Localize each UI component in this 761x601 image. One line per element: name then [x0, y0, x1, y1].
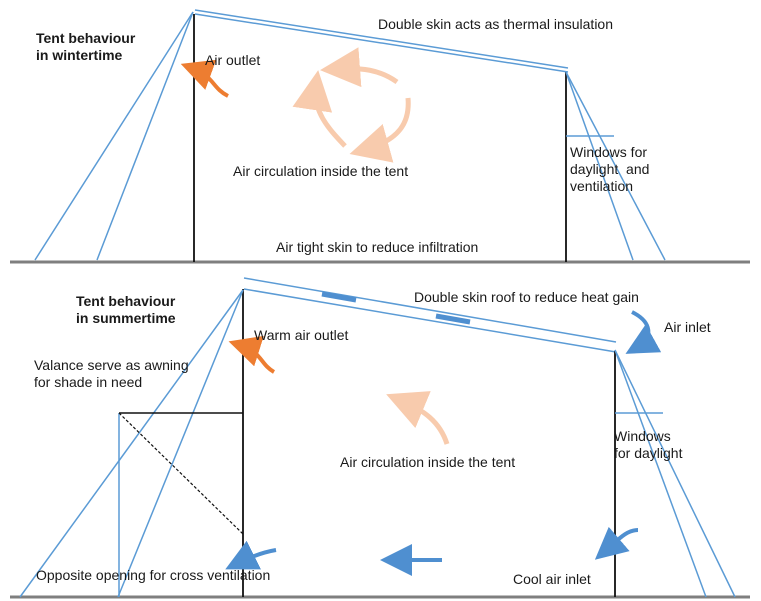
- cross-ventilation-label: Opposite opening for cross ventilation: [36, 567, 271, 583]
- winter-title: Tent behaviour in wintertime: [36, 30, 136, 63]
- valance-diagonal: [118, 412, 244, 535]
- summer-title: Tent behaviour in summertime: [76, 293, 176, 326]
- cool-air-inlet-label: Cool air inlet: [513, 571, 591, 587]
- winter-guy-line: [565, 71, 666, 261]
- roof-airflow-arrow: [435, 313, 471, 325]
- air-outlet-arrow: [180, 59, 229, 98]
- windows-label: Windows for daylight and ventilation: [570, 144, 650, 194]
- double-skin-label: Double skin acts as thermal insulation: [378, 16, 614, 32]
- warm-air-outlet-label: Warm air outlet: [254, 327, 349, 343]
- circulation-arrow: [349, 97, 411, 163]
- circulation-arrow: [386, 391, 450, 445]
- winter-guy-line: [34, 11, 194, 261]
- air-inlet-arrow: [625, 310, 662, 354]
- winter-tent: [10, 9, 750, 264]
- summer-roof-inner: [243, 288, 617, 353]
- winter-roof-inner: [194, 13, 569, 73]
- valance-label: Valance serve as awning for shade in nee…: [34, 357, 189, 390]
- roof-airflow-arrow: [321, 291, 357, 303]
- winter-guy-line: [96, 11, 194, 261]
- summer-air-circulation-label: Air circulation inside the tent: [340, 454, 516, 470]
- warm-air-outlet-arrow: [228, 335, 276, 374]
- summer-guy-line: [19, 289, 244, 598]
- cool-air-inlet-arrow: [594, 526, 639, 560]
- circulation-arrow: [292, 70, 347, 148]
- cross-ventilation-arrow: [225, 540, 277, 570]
- circulation-arrow: [320, 47, 399, 88]
- air-inlet-label: Air inlet: [664, 319, 711, 335]
- air-tight-label: Air tight skin to reduce infiltration: [276, 239, 479, 255]
- summer-guy-line: [117, 289, 244, 598]
- summer-tent: [10, 277, 750, 599]
- winter-roof-outer: [194, 9, 569, 69]
- summer-roof-outer: [243, 277, 617, 343]
- double-skin-roof-label: Double skin roof to reduce heat gain: [414, 289, 639, 305]
- summer-windows-label: Windows for daylight: [614, 428, 683, 461]
- summer-guy-line: [614, 349, 736, 598]
- air-circulation-label: Air circulation inside the tent: [233, 163, 409, 179]
- air-outlet-label: Air outlet: [205, 52, 261, 68]
- summer-guy-line: [614, 349, 707, 598]
- winter-guy-line: [565, 71, 634, 261]
